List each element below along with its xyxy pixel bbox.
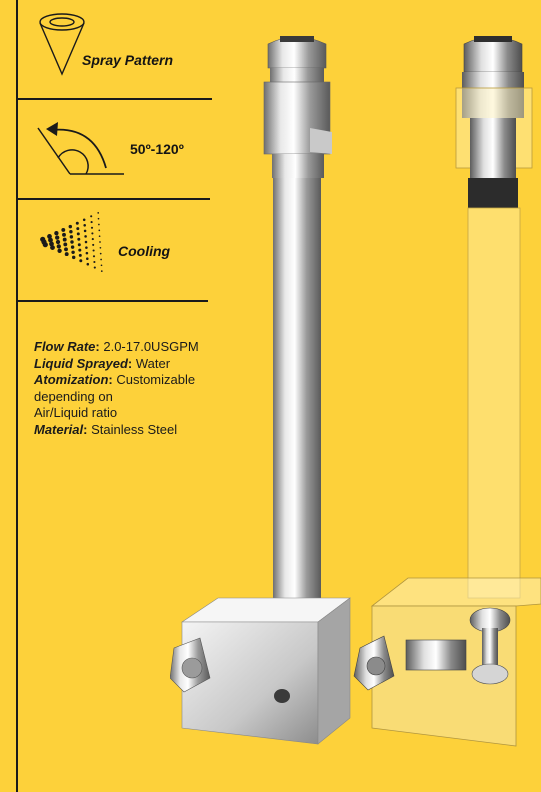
- spec-list: Flow Rate: 2.0-17.0USGPM Liquid Sprayed:…: [34, 339, 264, 438]
- nozzle-product-cutaway: [350, 28, 541, 757]
- spec-material: Material: Stainless Steel: [34, 421, 178, 437]
- application-label: Cooling: [118, 243, 171, 259]
- left-divider-line: [16, 0, 18, 792]
- section-divider-3: [16, 300, 208, 302]
- droplet-spray-icon: [36, 206, 116, 278]
- spec-atomization-cont-1: depending on: [34, 388, 113, 404]
- section-divider-2: [16, 198, 210, 200]
- spray-pattern-label: Spray Pattern: [82, 52, 174, 68]
- spec-atomization-cont-2: Air/Liquid ratio: [34, 405, 118, 420]
- spray-angle-icon: [36, 116, 126, 178]
- hollow-cone-icon: [36, 8, 88, 78]
- section-divider-1: [16, 98, 212, 100]
- spec-atomization: Atomization: Customizable: [34, 372, 196, 387]
- spec-liquid-sprayed: Liquid Sprayed: Water: [34, 355, 171, 371]
- nozzle-product-steel: [169, 28, 360, 757]
- spray-angle-label: 50º-120º: [130, 141, 184, 157]
- spec-flow-rate: Flow Rate: 2.0-17.0USGPM: [34, 339, 199, 354]
